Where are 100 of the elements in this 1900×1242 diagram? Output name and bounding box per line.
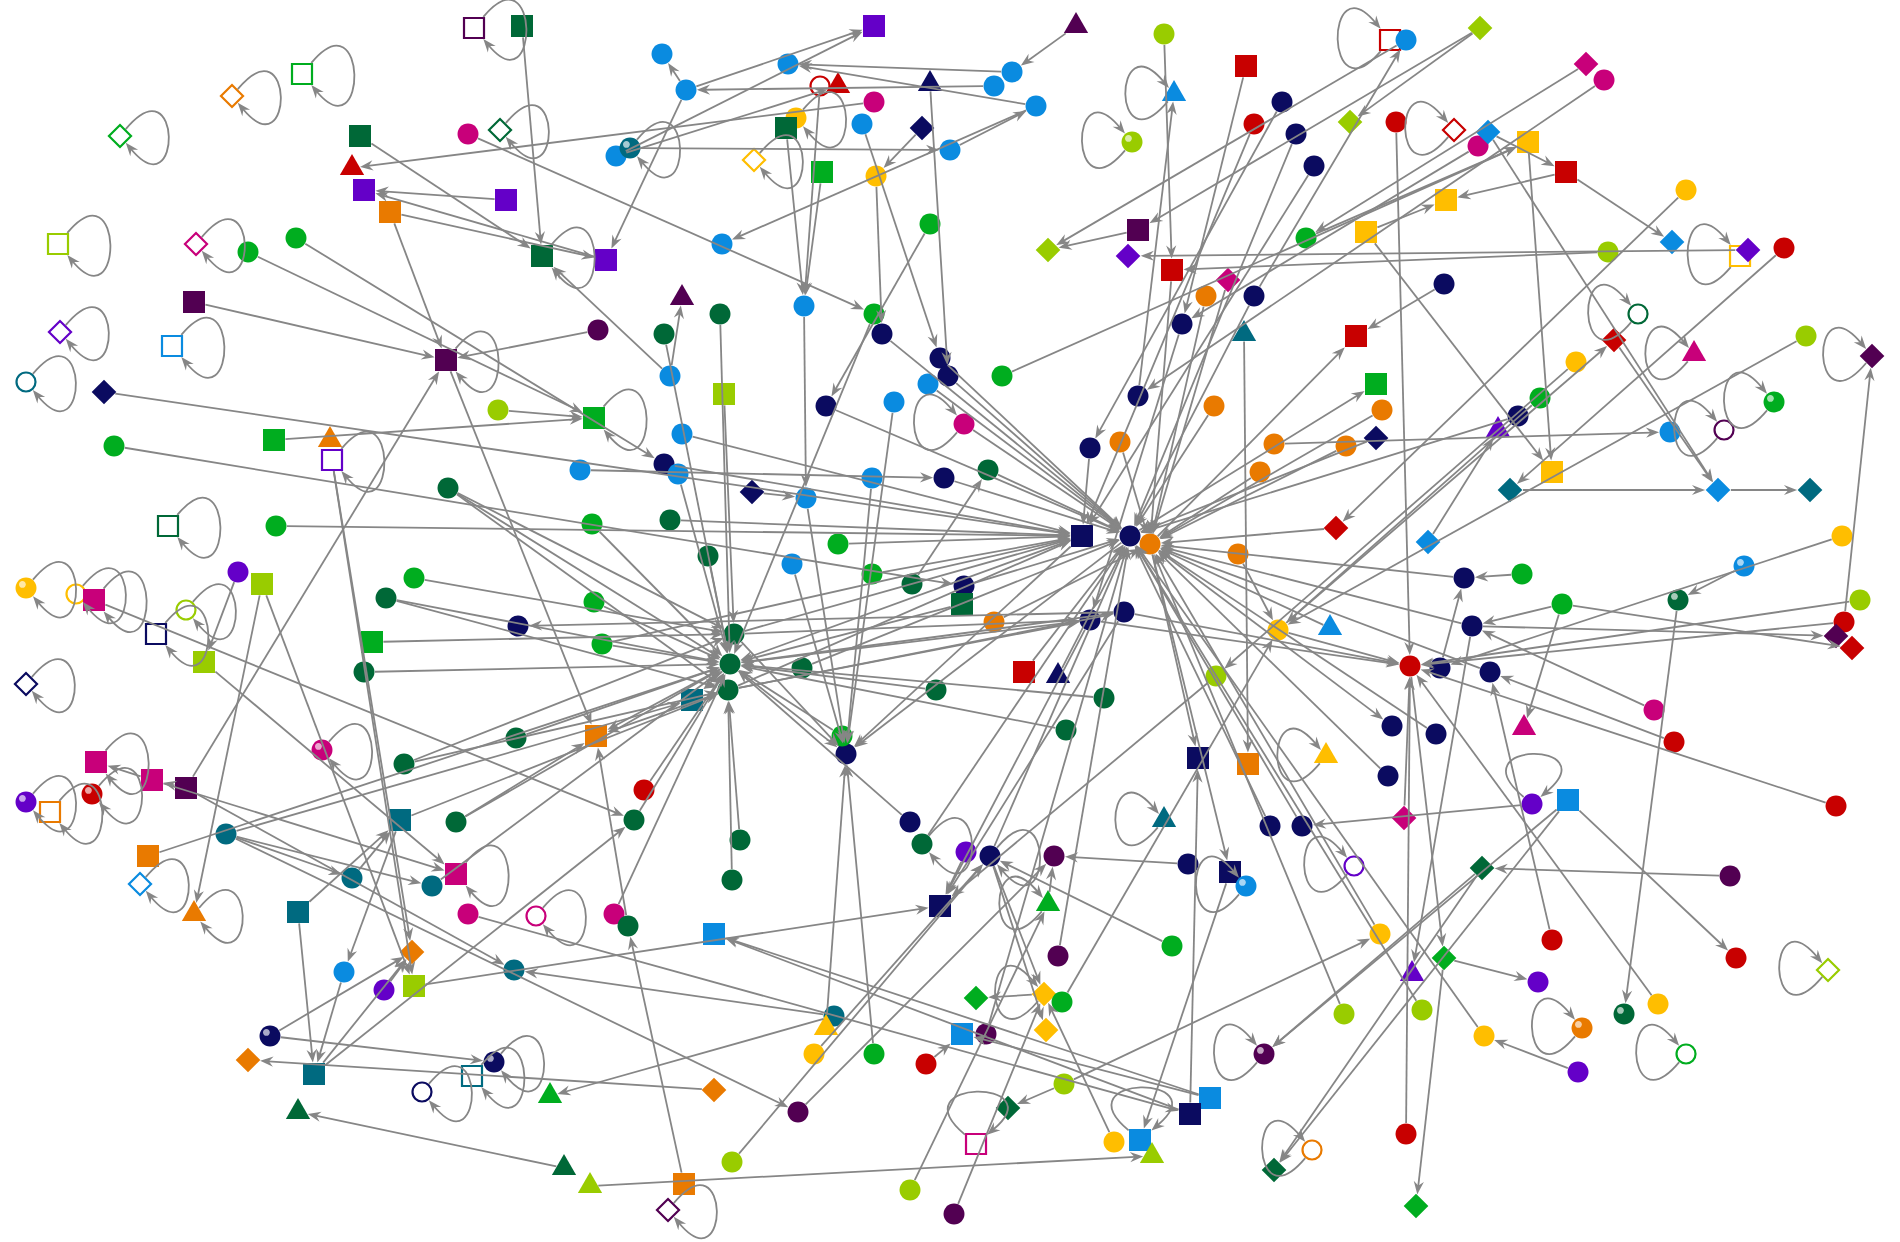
diamond-node: [487, 117, 513, 143]
diamond-node: [741, 147, 767, 173]
square-node: [175, 777, 197, 799]
circle-node: [1295, 227, 1317, 249]
circle-node: [979, 845, 1001, 867]
square-node: [193, 651, 215, 673]
circle-node: [1725, 947, 1747, 969]
circle-node: [851, 113, 873, 135]
circle-node: [827, 533, 849, 555]
circle-node: [581, 513, 603, 535]
self-loop-arrow: [998, 875, 1043, 930]
sphere-node: [15, 791, 37, 813]
sphere-node: [259, 1025, 281, 1047]
circle-node: [1109, 431, 1131, 453]
square-node: [361, 631, 383, 653]
sphere-node: [1235, 875, 1257, 897]
circle-node: [991, 365, 1013, 387]
diamond-node: [1403, 1193, 1429, 1219]
square-node: [1345, 325, 1367, 347]
circle-node: [623, 809, 645, 831]
circle-node: [1333, 1003, 1355, 1025]
sphere-node: [619, 137, 641, 159]
sphere-node: [311, 739, 333, 761]
square-node: [811, 161, 833, 183]
self-loop-arrow: [1404, 100, 1450, 156]
circle-node: [1461, 615, 1483, 637]
square-node: [713, 383, 735, 405]
triangle-node: [1313, 742, 1339, 763]
self-loop-arrow: [340, 430, 386, 493]
self-loop-arrow: [124, 110, 170, 165]
circle-node: [863, 91, 885, 113]
circle-node: [723, 623, 745, 645]
circle-node: [1001, 61, 1023, 83]
circle-node: [215, 823, 237, 845]
circle-node: [1395, 29, 1417, 51]
square-node: [435, 349, 457, 371]
square-node: [1235, 55, 1257, 77]
circle-node: [777, 53, 799, 75]
circle-node: [983, 611, 1005, 633]
diamond-node: [739, 479, 765, 505]
circle-node: [1263, 433, 1285, 455]
square-node: [303, 1063, 325, 1085]
circle-node: [1369, 923, 1391, 945]
circle-node: [653, 323, 675, 345]
square-node: [46, 232, 70, 256]
triangle-node: [669, 284, 695, 305]
circle-node: [1467, 135, 1489, 157]
circle-node: [729, 829, 751, 851]
circle-node: [1177, 853, 1199, 875]
circle-node: [721, 1151, 743, 1173]
sphere-node: [1763, 391, 1785, 413]
self-loop-arrow: [454, 330, 500, 393]
circle-node: [1113, 601, 1135, 623]
circle-node: [1719, 865, 1741, 887]
circle-node: [1243, 113, 1265, 135]
circle-node: [237, 241, 259, 263]
circle-node: [1773, 237, 1795, 259]
circle-node: [15, 371, 37, 393]
square-node: [290, 62, 314, 86]
circle-node: [403, 567, 425, 589]
circle-node: [1713, 419, 1735, 441]
circle-node: [815, 395, 837, 417]
diamond-node: [1467, 15, 1493, 41]
diamond-node: [1859, 343, 1885, 369]
diamond-node: [909, 115, 935, 141]
self-loop-arrow: [1778, 940, 1824, 996]
self-loop-arrow: [236, 70, 282, 125]
self-loop-arrow: [504, 104, 550, 159]
circle-node: [603, 903, 625, 925]
self-loop-arrow: [946, 1090, 1009, 1136]
self-loop-arrow: [541, 889, 587, 947]
square-node: [349, 125, 371, 147]
triangle-node: [825, 72, 851, 93]
self-loop-arrow: [32, 561, 77, 619]
self-loop-arrow: [636, 121, 681, 179]
square-node: [1071, 525, 1093, 547]
circle-node: [1849, 589, 1871, 611]
circle-node: [437, 477, 459, 499]
triangle-node: [1035, 890, 1061, 911]
diamond-node: [235, 1047, 261, 1073]
circle-node: [901, 573, 923, 595]
circle-node: [781, 553, 803, 575]
circle-node: [1433, 273, 1455, 295]
circle-node: [1055, 719, 1077, 741]
triangle-node: [1399, 960, 1425, 981]
triangle-node: [1681, 340, 1707, 361]
circle-node: [1795, 325, 1817, 347]
diamond-node: [1215, 267, 1241, 293]
circle-node: [793, 295, 815, 317]
circle-node: [1047, 945, 1069, 967]
sphere-node: [1571, 1017, 1593, 1039]
self-loop-arrow: [191, 583, 237, 641]
circle-node: [375, 587, 397, 609]
circle-node: [937, 365, 959, 387]
self-loop-arrow: [1124, 65, 1169, 120]
circle-node: [1527, 971, 1549, 993]
circle-node: [1249, 461, 1271, 483]
diamond-node: [1705, 477, 1731, 503]
circle-node: [1153, 23, 1175, 45]
circle-node: [1043, 845, 1065, 867]
